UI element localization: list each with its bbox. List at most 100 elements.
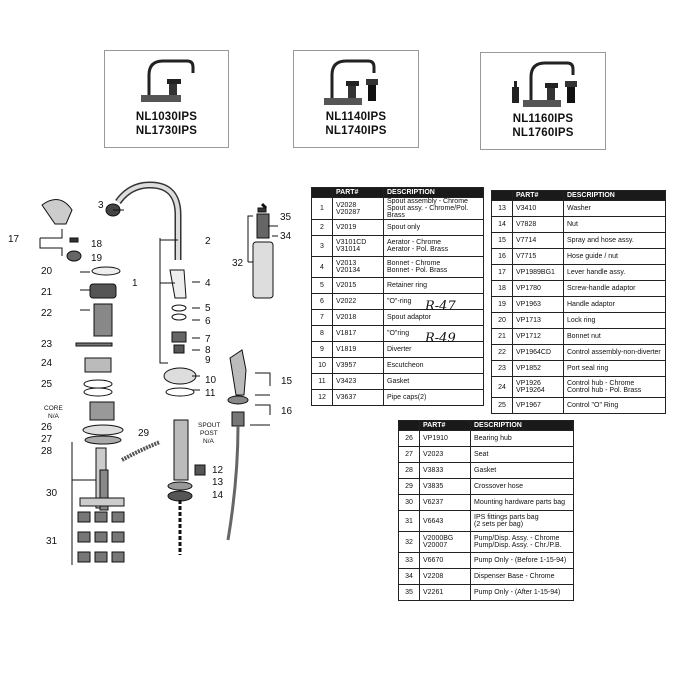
item-number: 26 bbox=[398, 430, 420, 447]
part-number-line: V2261 bbox=[423, 589, 444, 596]
model-name-line-2: NL1730IPS bbox=[135, 125, 198, 137]
part-number-line: V20134 bbox=[336, 267, 361, 274]
lever-handle bbox=[41, 199, 73, 225]
description-line: Spout adaptor bbox=[387, 314, 431, 321]
callout-15: 15 bbox=[281, 376, 293, 387]
callout-31: 31 bbox=[46, 536, 58, 547]
description-line: Aerator - Chrome bbox=[387, 239, 442, 246]
part-number: VP1713 bbox=[512, 312, 564, 329]
part-number-line: V1817 bbox=[336, 330, 357, 337]
description-line: Crossover hose bbox=[474, 483, 524, 490]
description-line: Hose guide / nut bbox=[567, 253, 618, 260]
callout-9: 9 bbox=[205, 355, 211, 366]
part-description: Control assembly-non-diverter bbox=[563, 344, 666, 361]
part-number: VP1780 bbox=[512, 280, 564, 297]
description-line: Mounting hardware parts bag bbox=[474, 499, 566, 506]
part-number-line: V2028 bbox=[336, 201, 357, 209]
item-number: 24 bbox=[491, 376, 513, 398]
item-number: 20 bbox=[491, 312, 513, 329]
part-number: V6643 bbox=[419, 510, 471, 532]
part-number-line: V6670 bbox=[423, 557, 444, 564]
part-number-line: VP1712 bbox=[516, 333, 541, 340]
col-num bbox=[398, 420, 420, 431]
item-number: 5 bbox=[311, 277, 333, 294]
callout-35: 35 bbox=[280, 212, 292, 223]
col-num bbox=[491, 190, 513, 201]
part-number: V2018 bbox=[332, 309, 384, 326]
description-line: Gasket bbox=[474, 467, 497, 474]
part-number: V6670 bbox=[419, 552, 471, 569]
part-description: Lever handle assy. bbox=[563, 264, 666, 281]
part-number: V3835 bbox=[419, 478, 471, 495]
description-line: Gasket bbox=[387, 378, 410, 385]
description-line: Lever handle assy. bbox=[567, 269, 626, 276]
part-number-line: V3835 bbox=[423, 483, 444, 490]
callout-26: 26 bbox=[41, 422, 53, 433]
description-line: Escutcheon bbox=[387, 362, 424, 369]
item-number: 4 bbox=[311, 256, 333, 278]
part-number-line: V3410 bbox=[516, 205, 537, 212]
item-number: 34 bbox=[398, 568, 420, 585]
callout-14: 14 bbox=[212, 490, 224, 501]
description-line: Spray and hose assy. bbox=[567, 237, 634, 244]
part-number: V3833 bbox=[419, 462, 471, 479]
crossover-hose bbox=[121, 440, 161, 462]
part-number: V2022 bbox=[332, 293, 384, 310]
part-number: V7715 bbox=[512, 248, 564, 265]
model-name-line-1: NL1030IPS bbox=[135, 111, 198, 123]
model-name-line-1: NL1140IPS bbox=[325, 111, 387, 123]
part-number: VP1964CD bbox=[512, 344, 564, 361]
item-number: 13 bbox=[491, 200, 513, 217]
part-number-line: V7714 bbox=[516, 237, 537, 244]
part-description: Spout only bbox=[383, 219, 484, 236]
part-number-line: VP1852 bbox=[516, 365, 541, 372]
part-description: Gasket bbox=[383, 373, 484, 390]
description-line: Washer bbox=[567, 205, 591, 212]
part-number-line: VP19264 bbox=[516, 387, 545, 394]
part-description: Spray and hose assy. bbox=[563, 232, 666, 249]
callout-5: 5 bbox=[205, 303, 211, 314]
part-description: Control "O" Ring bbox=[563, 397, 666, 414]
part-number: VP1910 bbox=[419, 430, 471, 447]
part-number-line: VP1926 bbox=[516, 380, 541, 387]
description-line: Lock ring bbox=[567, 317, 596, 324]
description-line: Pump Only - (Before 1-15-94) bbox=[474, 557, 567, 564]
part-number: VP1963 bbox=[512, 296, 564, 313]
part-description: Screw-handle adaptor bbox=[563, 280, 666, 297]
part-number-line: V6643 bbox=[423, 517, 444, 525]
callout-16: 16 bbox=[281, 406, 293, 417]
description-line: IPS fittings parts bag bbox=[474, 514, 539, 521]
item-number: 12 bbox=[311, 389, 333, 406]
part-number-line: V31014 bbox=[336, 246, 361, 253]
description-line: Pipe caps(2) bbox=[387, 394, 427, 401]
part-number: VP1967 bbox=[512, 397, 564, 414]
part-description: Handle adaptor bbox=[563, 296, 666, 313]
part-description: Mounting hardware parts bag bbox=[470, 494, 574, 511]
description-line: Pump Only - (After 1-15-94) bbox=[474, 589, 561, 596]
part-description: Escutcheon bbox=[383, 357, 484, 374]
callout-7: 7 bbox=[205, 334, 211, 345]
part-number-line: V20007 bbox=[423, 542, 448, 549]
faucet-with-sprayer-icon bbox=[324, 59, 378, 105]
callout-20: 20 bbox=[41, 266, 53, 277]
part-description: Washer bbox=[563, 200, 666, 217]
part-description: Pump Only - (After 1-15-94) bbox=[470, 584, 574, 601]
